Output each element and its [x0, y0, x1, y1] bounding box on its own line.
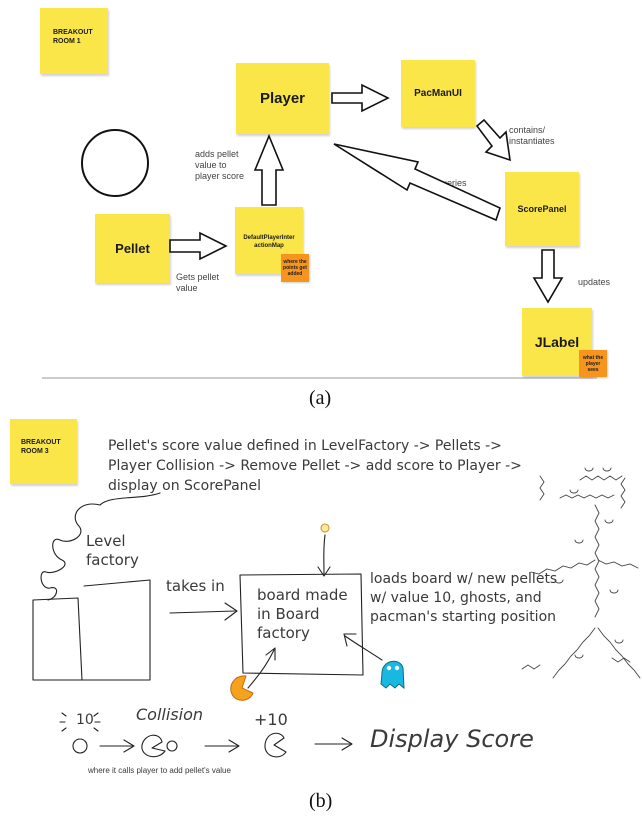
takes-in-arrow [169, 602, 238, 621]
caption-a: (a) [309, 387, 332, 409]
pacmanui-note[interactable]: PacManUI [401, 60, 475, 127]
jlabel-label: JLabel [534, 334, 580, 350]
contains-label: contains/ instantiates [509, 125, 555, 146]
breakout-room-3-note[interactable]: BREAKOUT ROOM 3 [10, 419, 77, 484]
gets-pellet-label: Gets pellet value [176, 272, 220, 293]
pellet-circle [81, 129, 149, 197]
pacmanui-label: PacManUI [414, 88, 462, 99]
pellet-dot [320, 523, 330, 533]
breakout-room-1-label: BREAKOUT ROOM 1 [53, 29, 93, 45]
pacman-icon [230, 675, 254, 701]
factory-outline [32, 579, 151, 681]
scorepanel-note[interactable]: ScorePanel [505, 172, 579, 246]
breakout-room-3-label: BREAKOUT ROOM 3 [21, 439, 61, 455]
queries-label: queries [437, 178, 467, 188]
pellet-circle-b [72, 738, 88, 754]
dpim-note[interactable]: DefaultPlayerInteractionMap [235, 207, 303, 274]
adds-pellet-label: adds pellet value to player score [195, 149, 245, 181]
player-label: Player [259, 90, 306, 107]
pellet-small [166, 740, 178, 752]
where-calls-label: where it calls player to add pellet's va… [88, 766, 231, 775]
takes-in-label: takes in [166, 577, 225, 595]
scorepanel-label: ScorePanel [517, 204, 567, 214]
arrow-player-to-pacmanui [331, 83, 390, 113]
points-orange-label: where the points get added [283, 259, 307, 277]
ten-label: 10 [76, 712, 94, 728]
arrow-pellet-to-dpim [169, 231, 228, 261]
arrow-scorepanel-to-player [333, 143, 501, 222]
arrow-1 [99, 739, 135, 753]
collision-label: Collision [136, 705, 204, 724]
loads-board-label: loads board w/ new pellets w/ value 10, … [370, 571, 558, 625]
sees-orange-note[interactable]: what the player sees [579, 350, 607, 377]
arrow-3 [314, 737, 353, 751]
pacman-1 [141, 734, 166, 758]
arrow-dpim-to-player [253, 133, 285, 206]
pacman-2 [264, 732, 287, 758]
level-factory-label: Level factory [86, 532, 139, 569]
dpim-label: DefaultPlayerInteractionMap [243, 235, 295, 249]
display-score-label: Display Score [370, 725, 534, 753]
ghost-icon [380, 660, 405, 690]
arrow-scorepanel-to-jlabel [532, 249, 564, 304]
board-made-label: board made in Board factory [257, 586, 348, 642]
pellet-arrow [317, 534, 331, 577]
pacman-arrow [247, 647, 276, 689]
arrow-pacmanui-to-scorepanel [475, 118, 511, 162]
description-text: Pellet's score value defined in LevelFac… [108, 438, 522, 494]
sees-orange-label: what the player sees [582, 354, 604, 373]
plus-ten-label: +10 [254, 710, 288, 729]
arrow-2 [204, 739, 240, 753]
player-note[interactable]: Player [236, 63, 329, 134]
pellet-note[interactable]: Pellet [95, 214, 170, 283]
points-orange-note[interactable]: where the points get added [281, 254, 309, 282]
caption-b: (b) [309, 790, 333, 812]
breakout-room-1-note[interactable]: BREAKOUT ROOM 1 [40, 8, 108, 74]
updates-label: updates [578, 277, 611, 287]
pellet-label: Pellet [115, 241, 150, 256]
